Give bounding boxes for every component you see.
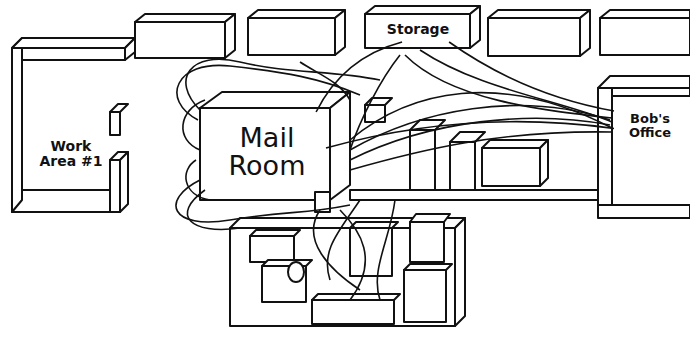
traffic-paths bbox=[176, 50, 612, 300]
bottom-cubicles bbox=[230, 214, 465, 326]
traffic-path bbox=[326, 122, 614, 148]
node-text: Mail Room bbox=[208, 124, 326, 181]
office-walls bbox=[598, 76, 690, 218]
traffic-path bbox=[449, 42, 614, 111]
node-text: Work Area #1 bbox=[36, 139, 106, 168]
top-partitions bbox=[135, 6, 690, 58]
traffic-path bbox=[316, 42, 402, 112]
mail-room-block bbox=[200, 92, 350, 212]
work-area-label: Work Area #1 bbox=[36, 118, 106, 190]
node-text: Storage bbox=[387, 22, 449, 37]
room-label: Mail Room bbox=[208, 112, 326, 192]
work-area-walls bbox=[12, 38, 135, 212]
middle-cubicles bbox=[350, 98, 600, 200]
node-text: Bob's Office bbox=[614, 112, 686, 139]
office-label: Bob's Office bbox=[614, 98, 686, 154]
storage-label: Storage bbox=[372, 16, 464, 42]
